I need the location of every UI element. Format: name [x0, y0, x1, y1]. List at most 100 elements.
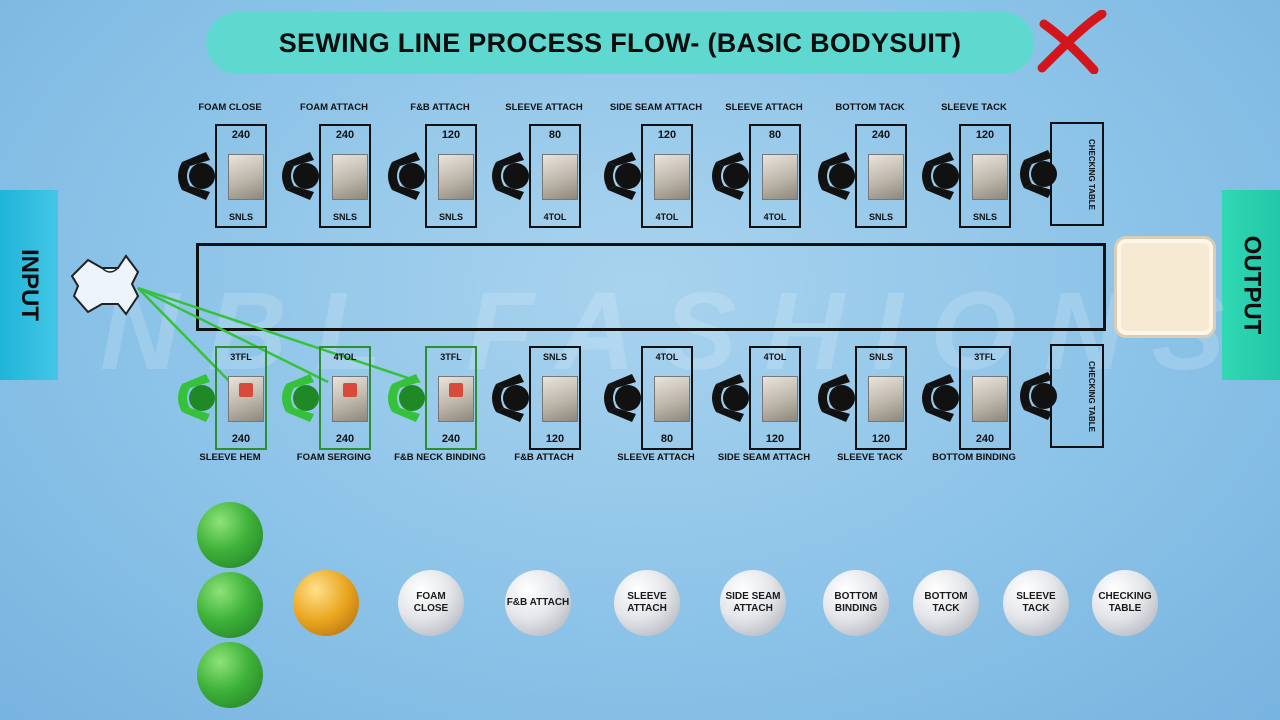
station-name: SLEEVE ATTACH — [505, 102, 583, 113]
station-box — [959, 346, 1011, 450]
operator-icon — [604, 374, 641, 422]
station-name: SLEEVE TACK — [837, 452, 903, 463]
sewing-machine — [972, 376, 1008, 422]
station-name: BOTTOM BINDING — [932, 452, 1016, 463]
machine-type: 4TOL — [655, 212, 679, 222]
machine-type: 4TOL — [333, 352, 357, 362]
operation-ball-sleeve-tack: SLEEVE TACK — [1003, 570, 1069, 636]
operation-ball-sleeve-attach: SLEEVE ATTACH — [614, 570, 680, 636]
station-name: SIDE SEAM ATTACH — [717, 452, 811, 463]
operation-ball-side-seam-attach: SIDE SEAM ATTACH — [720, 570, 786, 636]
station-box — [855, 346, 907, 450]
sewing-machine — [438, 376, 474, 422]
station-box — [215, 124, 267, 228]
operator-icon — [922, 374, 959, 422]
station-value: 240 — [231, 433, 251, 445]
station-value: 240 — [231, 129, 251, 141]
station-value: 80 — [660, 433, 674, 445]
output-tray — [1114, 236, 1216, 338]
operator-icon — [818, 152, 855, 200]
station-box — [855, 124, 907, 228]
station-name: SLEEVE TACK — [941, 102, 1007, 113]
sewing-machine — [228, 154, 264, 200]
close-icon[interactable] — [1036, 10, 1108, 74]
station-box — [749, 124, 801, 228]
station-value: 240 — [335, 129, 355, 141]
operation-ball-bottom-binding: BOTTOM BINDING — [823, 570, 889, 636]
station-value: 240 — [441, 433, 461, 445]
sewing-machine — [438, 154, 474, 200]
checking-table-bottom: CHECKING TABLE — [1012, 344, 1132, 484]
sewing-machine — [972, 154, 1008, 200]
operator-icon — [922, 152, 959, 200]
machine-type: 4TOL — [543, 212, 567, 222]
station-name: SLEEVE ATTACH — [725, 102, 803, 113]
machine-type: 4TOL — [763, 212, 787, 222]
station-box — [641, 124, 693, 228]
station-name: BOTTOM TACK — [835, 102, 905, 113]
operator-icon — [492, 152, 529, 200]
checking-table-box — [1050, 344, 1104, 448]
sewing-machine — [868, 154, 904, 200]
station-name: FOAM ATTACH — [300, 102, 368, 113]
operator-icon — [604, 152, 641, 200]
page-title: SEWING LINE PROCESS FLOW- (BASIC BODYSUI… — [206, 12, 1034, 74]
checking-table-label: CHECKING TABLE — [1087, 360, 1096, 432]
station-box — [215, 346, 267, 450]
station-value: 120 — [765, 433, 785, 445]
operator-icon — [178, 374, 215, 422]
operator-icon — [282, 374, 319, 422]
station-value: 240 — [335, 433, 355, 445]
operation-ball-green — [197, 572, 263, 638]
station-name: F&B NECK BINDING — [394, 452, 486, 463]
station-name: SLEEVE HEM — [199, 452, 261, 463]
operator-icon — [492, 374, 529, 422]
station-value: 120 — [871, 433, 891, 445]
operation-ball-bottom-tack: BOTTOM TACK — [913, 570, 979, 636]
operator-icon — [818, 374, 855, 422]
machine-type: 3TFL — [440, 352, 462, 362]
machine-type: SNLS — [228, 212, 253, 222]
checking-table-box — [1050, 122, 1104, 226]
station-name: F&B ATTACH — [410, 102, 470, 113]
garment-icon — [70, 254, 140, 316]
machine-type: 4TOL — [763, 352, 787, 362]
operator-icon — [178, 152, 215, 200]
operator-icon — [388, 152, 425, 200]
sewing-machine — [654, 154, 690, 200]
operator-icon — [282, 152, 319, 200]
operation-ball-orange — [293, 570, 359, 636]
station-box — [749, 346, 801, 450]
machine-type: SNLS — [438, 212, 463, 222]
station-value: 120 — [657, 129, 677, 141]
station-value: 120 — [545, 433, 565, 445]
station-box — [425, 346, 477, 450]
operator-icon — [388, 374, 425, 422]
watermark: NBL FASHIONS — [100, 270, 1253, 393]
station-value: 240 — [871, 129, 891, 141]
station-value: 120 — [441, 129, 461, 141]
station-box — [529, 346, 581, 450]
machine-type: SNLS — [542, 352, 567, 362]
sewing-machine — [228, 376, 264, 422]
operator-icon — [712, 374, 749, 422]
machine-type: 3TFL — [974, 352, 996, 362]
station-name: SLEEVE ATTACH — [617, 452, 695, 463]
machine-type: SNLS — [868, 212, 893, 222]
operation-ball-checking-table: CHECKING TABLE — [1092, 570, 1158, 636]
station-name: FOAM CLOSE — [198, 102, 262, 113]
checking-table-top: CHECKING TABLE — [1012, 122, 1132, 262]
machine-type: SNLS — [972, 212, 997, 222]
operation-ball-green — [197, 642, 263, 708]
station-box — [529, 124, 581, 228]
sewing-machine — [762, 154, 798, 200]
